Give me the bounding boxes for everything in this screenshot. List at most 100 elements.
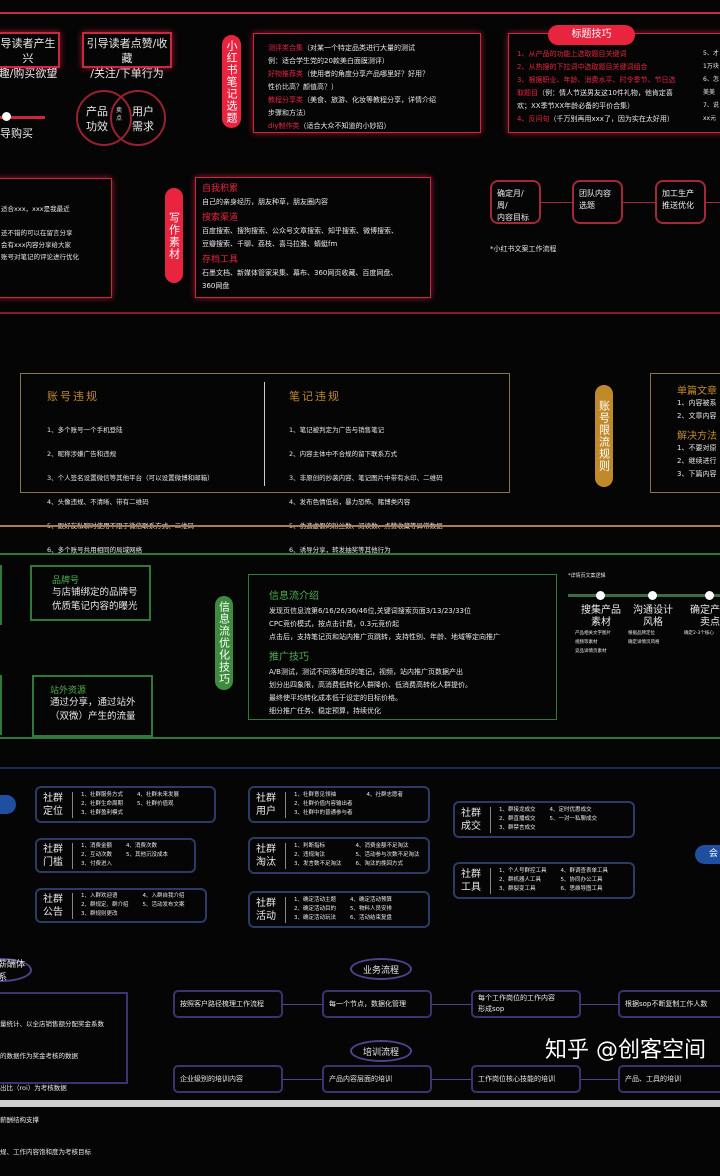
flow-step: 产品内容层面的培训 [322, 1065, 432, 1093]
card-title: 社群 淘汰 [256, 842, 286, 869]
card-item [137, 809, 179, 818]
card-title: 社群 活动 [256, 896, 286, 923]
violation-box: 账号违规 1、多个账号一个手机登陆 2、昵称涉嫌广告和违规 3、个人签名设置微信… [20, 373, 510, 554]
list-item: 发现页信息流第6/16/26/36/46位,关键词搜索页面3/13/23/33位 [269, 607, 471, 615]
left-blue-pill [0, 795, 16, 814]
account-violation-title: 账号违规 [47, 390, 99, 403]
card-item: 3、发言数不足淘汰 [294, 861, 342, 867]
note-violation-list: 1、笔记被判定为广告与销售笔记 2、内容主体中不合规的留下联系方式 3、非原创的… [289, 412, 443, 568]
list-item: 2、内容主体中不合规的留下联系方式 [289, 450, 398, 458]
list-item: 1、多个账号一个手机登陆 [47, 426, 123, 434]
card-item [367, 800, 404, 809]
list-item: 6、诱导分享，转发抽奖等其他行为 [289, 546, 391, 554]
section-divider [0, 312, 720, 314]
list-item: 3、非原创的抄袭内容、笔记图片中带有水印、二维码 [289, 474, 443, 482]
limit-rules-pill: 账号限流规则 [595, 385, 613, 487]
arrow [623, 202, 655, 203]
list-item: 薪酬结构支撑 [0, 1116, 39, 1124]
right-blue-pill: 会 [695, 845, 720, 864]
topic-key: 好物推荐类 [268, 70, 303, 78]
topic-key: 教程分享类 [268, 96, 303, 104]
list-item: 出比（roi）为考核数据 [0, 1084, 67, 1092]
card-item: 5、其他沉没成本 [126, 852, 168, 858]
salary-label: 薪酬体系 [0, 958, 32, 983]
material-head: 搜索渠道 [202, 213, 239, 223]
list-item: CPC竞价模式，按点击计费，0.3元竞价起 [269, 620, 400, 628]
card-item: 5、协同办公工具 [560, 877, 603, 883]
timeline-track [568, 594, 720, 597]
material-text: 自己的亲身经历，朋友种草，朋友圈内容 [202, 198, 328, 206]
card-item [143, 910, 185, 919]
flow-step: 根据sop不断复制工作人数 [618, 990, 720, 1018]
card-item [367, 809, 404, 818]
card-title: 社群 工具 [461, 867, 491, 894]
card-item: 6、思维导图工具 [560, 886, 603, 892]
list-item: 6、多个账号共用相同的局域网络 [47, 546, 143, 554]
timeline-step-title: 确定产品 卖点 [690, 605, 720, 628]
comment-box: 适合xxx，xxx是我最近 还不错的可以在留言分享 会有xxx内容分享给大家 账… [0, 178, 112, 298]
tip-key: 4、反问句 [517, 115, 550, 123]
tip-text: （千万别再用xxx了，因为实在太好用） [549, 115, 674, 123]
card-item: 1、群接龙成交 [499, 807, 536, 813]
workflow-step: 确定月/周/ 内容目标 [490, 180, 541, 224]
arrow [541, 202, 572, 203]
timeline-step: 沟通设计 风格 根据品牌定位 确定详情页风格 [628, 605, 678, 647]
topic-key: 测评类合集 [268, 44, 303, 52]
card-item: 2、互动次数 [81, 852, 112, 858]
partial-box [0, 675, 2, 735]
arrow [283, 1079, 322, 1080]
list-item: 最终使平均转化成本低于设定的目标价格。 [269, 694, 402, 702]
section-divider [0, 553, 720, 555]
card-item: 4、入群自我介绍 [142, 893, 185, 899]
card-item: 5、一对一私聊成交 [549, 816, 598, 822]
topic-pill: 小红书笔记选题 [222, 35, 241, 128]
salary-box: 量统计、以全店销售额分配奖金系数 的数据作为奖金考核的数据 出比（roi）为考核… [0, 992, 128, 1156]
card-item: 3、群禁言成交 [499, 825, 536, 831]
flow-step: 每一个节点，数据化管理 [322, 990, 432, 1018]
list-item: 1、内容被系 [677, 399, 717, 407]
section-divider [0, 737, 720, 739]
title-tips-pill: 标题技巧 [548, 25, 635, 45]
list-item: 1、不要对原 [677, 444, 717, 452]
card-item: 1、社群意见领袖 [294, 792, 336, 798]
solution-title: 解决方法 [677, 431, 717, 442]
material-text: 石墨文档、新媒体管家采集、幕布、360网页收藏、百度网盘、 360网盘 [202, 269, 398, 290]
list-item: 细分推广任务、稳定预算，持续优化 [269, 707, 381, 715]
venn-right-circle [110, 90, 166, 146]
venn-right-label: 用户 需求 [132, 105, 154, 133]
arrow [432, 1004, 471, 1005]
arrow [581, 1004, 618, 1005]
timeline-step-sub: 根据品牌定位 确定详情页风格 [628, 631, 660, 645]
box-interest: 导读者产生兴 趣/购买欲望 [0, 32, 60, 80]
venn-left-label: 产品 功效 [86, 105, 108, 133]
promo-title: 推广技巧 [269, 652, 309, 663]
list-item: 4、头像违规、不清晰、带有二维码 [47, 498, 149, 506]
timeline-step-sub: 确定2-3个核心 [684, 631, 714, 636]
bottom-strip [0, 1100, 720, 1107]
workflow-step: 加工生产 推送优化 [655, 180, 706, 224]
list-item: 量统计、以全店销售额分配奖金系数 [0, 1020, 104, 1028]
slider-dot [2, 112, 11, 121]
card-item: 4、社群志愿者 [366, 792, 404, 798]
timeline-dot [648, 591, 657, 600]
timeline-caption: *详情页文案逻辑 [568, 573, 606, 579]
material-pill: 写作素材 [165, 188, 183, 283]
section-divider [0, 525, 720, 527]
tip-key: 2、从热搜的下拉词中选取题目关键词组合 [517, 63, 648, 71]
list-item: 点击后，支持笔记页和站内推广页跳转，支持性别、年龄、地域等定向推广 [269, 633, 500, 641]
card-item: 5、活动参与次数不足淘汰 [355, 852, 420, 858]
note-violation-title: 笔记违规 [289, 390, 341, 403]
card-item [550, 824, 598, 833]
card-item: 4、消费次数 [126, 843, 157, 849]
offsite-text: 通过分享，通过站外 （双微）产生的流量 [50, 697, 136, 722]
card-item [126, 860, 168, 869]
arrow [432, 1079, 471, 1080]
card-item: 3、确定活动玩法 [294, 915, 336, 921]
card-item: 2、确定活动目的 [294, 906, 336, 912]
card-item: 2、违规淘汰 [294, 852, 325, 858]
topic-text: （对某一个特定品类进行大量的测试 例：适合学生党的20款美白面膜测评） [268, 44, 415, 65]
business-flow-label: 业务流程 [350, 958, 412, 980]
list-item: 4、发布色情低俗，暴力恐怖、赌博类内容 [289, 498, 411, 506]
